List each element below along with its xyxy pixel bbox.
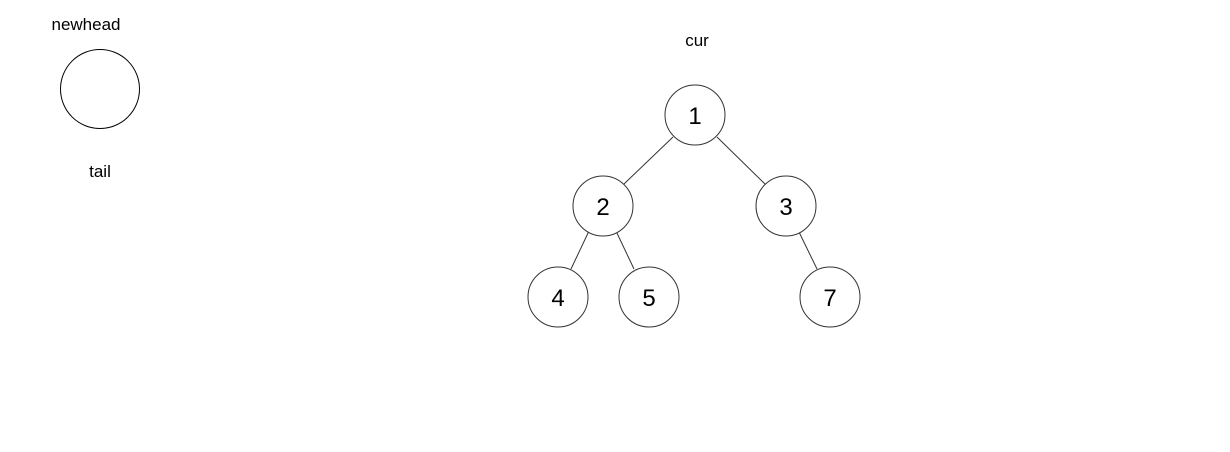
node-label: 4 bbox=[551, 285, 564, 312]
newhead-node bbox=[60, 49, 140, 129]
tree-nodes: 1 2 3 4 5 7 bbox=[527, 84, 861, 328]
edge-3-7 bbox=[798, 231, 818, 270]
edge-1-2 bbox=[623, 136, 674, 185]
tree-node-4: 4 bbox=[527, 266, 589, 328]
tail-label: tail bbox=[89, 162, 111, 181]
tree-node-1: 1 bbox=[664, 84, 726, 146]
node-circle bbox=[799, 266, 861, 328]
node-label: 2 bbox=[596, 194, 609, 221]
tree-node-3: 3 bbox=[755, 175, 817, 237]
node-label: 3 bbox=[779, 194, 792, 221]
node-label: 5 bbox=[642, 285, 655, 312]
edge-2-5 bbox=[615, 230, 635, 270]
tree-node-7: 7 bbox=[799, 266, 861, 328]
node-label: 7 bbox=[823, 285, 836, 312]
edge-2-4 bbox=[570, 230, 590, 270]
node-circle bbox=[755, 175, 817, 237]
cur-label: cur bbox=[685, 31, 709, 50]
node-circle bbox=[572, 175, 634, 237]
node-label: 1 bbox=[688, 103, 701, 130]
node-circle bbox=[618, 266, 680, 328]
tree-edges bbox=[570, 136, 818, 270]
tree-node-2: 2 bbox=[572, 175, 634, 237]
tree-node-5: 5 bbox=[618, 266, 680, 328]
node-circle bbox=[527, 266, 589, 328]
node-circle bbox=[664, 84, 726, 146]
edge-1-3 bbox=[716, 136, 766, 185]
newhead-label: newhead bbox=[51, 15, 120, 34]
